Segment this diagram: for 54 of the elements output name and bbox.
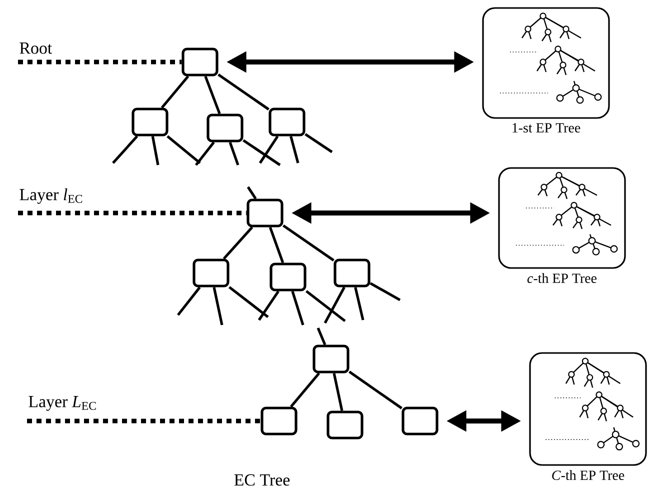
branch-stub <box>228 286 269 318</box>
layer-label: Layer L$_{EC}$ <box>28 396 96 411</box>
square-node <box>402 406 438 436</box>
square-node <box>334 258 370 288</box>
branch-stub <box>228 142 240 166</box>
branch-stub <box>370 282 401 302</box>
branch-stub <box>166 135 201 164</box>
node-label: C-th EP Tree <box>552 470 624 480</box>
branch-line <box>290 372 320 408</box>
branch-line <box>160 75 190 109</box>
branch-stub <box>354 287 364 320</box>
tree-panel <box>529 352 647 466</box>
layer-label: Root <box>20 42 52 54</box>
square-node <box>192 258 230 288</box>
square-node <box>260 406 298 436</box>
dashed-line <box>27 418 261 424</box>
square-node <box>270 262 306 292</box>
layer-label: Layer l$_{EC}$ <box>20 188 82 204</box>
branch-stub <box>291 290 304 326</box>
tree-panel <box>482 7 610 119</box>
branch-stub <box>290 136 300 164</box>
dashed-line <box>18 210 247 216</box>
branch-stub <box>242 139 281 166</box>
tree-panel <box>498 167 626 269</box>
node-label: c-th EP Tree <box>527 273 597 283</box>
branch-line <box>268 226 284 264</box>
dashed-line <box>18 60 182 64</box>
square-node <box>268 108 306 136</box>
branch-stub <box>212 287 224 326</box>
square-node <box>132 108 168 136</box>
branch-line <box>332 373 344 411</box>
branch-stub <box>324 286 346 324</box>
branch-stub <box>258 290 280 321</box>
branch-stub <box>194 142 215 166</box>
branch-stub <box>258 136 279 164</box>
square-node <box>206 114 244 142</box>
branch-stub <box>306 290 346 322</box>
branch-line <box>222 226 254 260</box>
branch-stub <box>112 135 138 164</box>
square-node <box>246 198 284 228</box>
branch-line <box>218 74 270 110</box>
square-node <box>326 410 364 440</box>
caption: EC Tree <box>234 474 290 486</box>
branch-line <box>348 370 402 410</box>
branch-stub <box>316 327 326 346</box>
square-node <box>182 48 218 76</box>
branch-stub <box>304 133 333 154</box>
node-label: 1-st EP Tree <box>512 123 580 133</box>
branch-line <box>282 224 334 262</box>
branch-stub <box>246 186 257 200</box>
branch-stub <box>151 136 160 166</box>
square-node <box>312 344 350 374</box>
branch-line <box>204 76 221 114</box>
branch-stub <box>176 286 201 316</box>
